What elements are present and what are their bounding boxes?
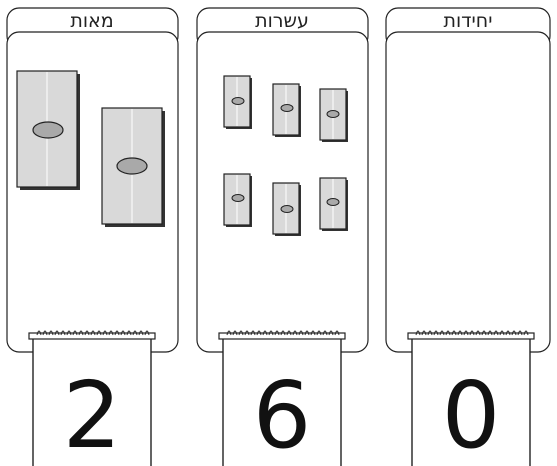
hundreds-digit: 2 (63, 362, 122, 466)
ten-block (223, 173, 252, 227)
hundred-block (16, 70, 80, 190)
tens-digit: 6 (253, 362, 312, 466)
units-title: יחידות (444, 10, 493, 32)
ten-block (272, 182, 301, 236)
ten-block (272, 83, 301, 137)
spiral-binding (226, 330, 340, 336)
units-column: יחידות 0 (385, 7, 551, 466)
hundred-block (101, 107, 165, 227)
hundreds-digit-card: 2 (28, 330, 156, 466)
tens-column: עשרות (196, 7, 369, 466)
spiral-binding (36, 330, 150, 336)
tens-digit-card: 6 (218, 330, 346, 466)
units-digit: 0 (442, 362, 501, 466)
hundreds-column: מאות 2 (6, 7, 179, 466)
spiral-binding (415, 330, 529, 336)
ten-block (319, 177, 348, 231)
ten-block (319, 88, 348, 142)
units-panel (385, 31, 551, 353)
units-digit-card: 0 (407, 330, 535, 466)
block-oval (32, 121, 64, 139)
hundreds-title: מאות (70, 10, 113, 32)
ten-block (223, 75, 252, 129)
block-oval (116, 157, 148, 175)
tens-title: עשרות (255, 10, 309, 32)
